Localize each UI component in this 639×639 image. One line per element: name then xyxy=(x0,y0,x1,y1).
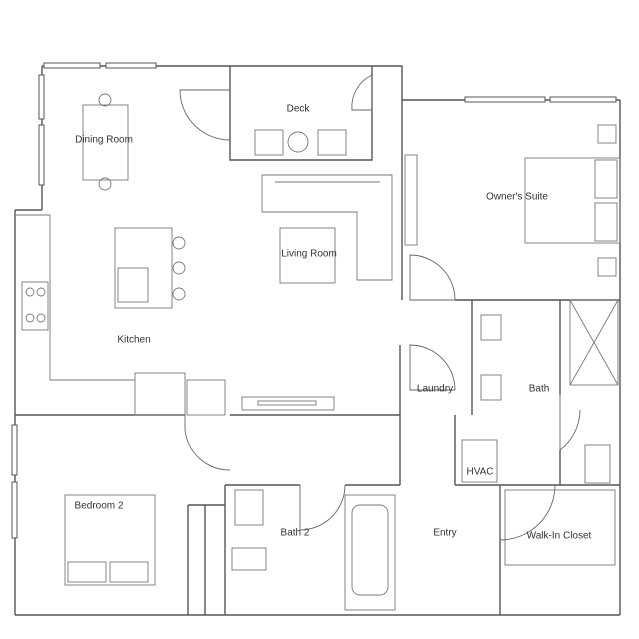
deck-chair xyxy=(317,129,347,156)
shower xyxy=(569,299,619,386)
walls xyxy=(14,65,621,616)
windows xyxy=(11,62,617,539)
closet-shelf xyxy=(504,489,616,566)
fridge xyxy=(134,372,186,416)
deck-table xyxy=(287,131,309,153)
wardrobe xyxy=(404,154,418,246)
laundry-machine xyxy=(480,314,502,341)
room-label-deck: Deck xyxy=(286,103,310,115)
room-label-owners-suite: Owner's Suite xyxy=(486,191,548,203)
room-label-walk-in-closet: Walk-In Closet xyxy=(526,530,592,542)
room-label-living-room: Living Room xyxy=(281,248,337,260)
laundry-machine xyxy=(480,374,502,401)
bath2-toilet xyxy=(231,547,267,571)
room-label-hvac: HVAC xyxy=(466,466,494,478)
furniture xyxy=(15,93,621,611)
bed-bedroom2 xyxy=(64,494,156,586)
dining-table xyxy=(82,104,129,181)
room-label-bath-2: Bath 2 xyxy=(280,527,310,539)
kitchen-counter xyxy=(15,214,135,381)
bathtub xyxy=(344,494,396,611)
room-label-bath: Bath xyxy=(528,383,550,395)
tv-console xyxy=(241,396,335,411)
bed-owners xyxy=(524,157,621,244)
kitchen-island xyxy=(114,227,173,309)
toilet xyxy=(584,444,611,484)
sofa xyxy=(261,174,393,281)
room-label-entry: Entry xyxy=(433,527,457,539)
room-label-kitchen: Kitchen xyxy=(117,334,151,346)
room-label-laundry: Laundry xyxy=(416,383,454,395)
room-label-dining-room: Dining Room xyxy=(75,134,133,146)
cooktop-icon xyxy=(21,281,49,331)
hvac-unit xyxy=(461,439,498,483)
room-label-bedroom-2: Bedroom 2 xyxy=(74,500,124,512)
bath2-vanity xyxy=(234,489,264,526)
doors xyxy=(179,74,581,541)
deck-chair xyxy=(254,129,284,156)
